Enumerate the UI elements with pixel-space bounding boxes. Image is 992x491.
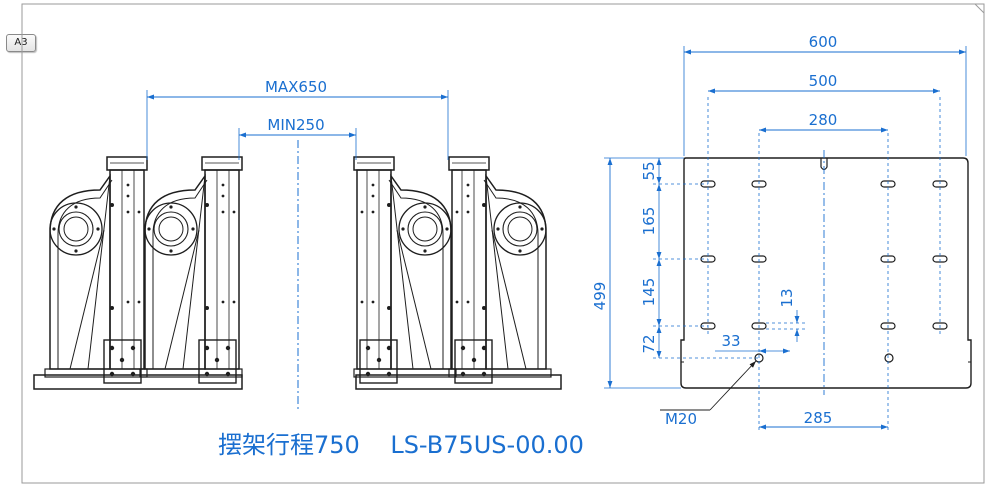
dimension-width-holes: 500 [708, 72, 940, 94]
swing-frame-outer-left [44, 156, 148, 384]
v-spacing-mid-label: 165 [640, 207, 658, 236]
sheet-border [21, 3, 985, 484]
dimension-chain-vertical [653, 158, 759, 359]
base-plate-view: 600 500 280 285 499 [591, 33, 972, 430]
dimension-height-total: 499 [591, 157, 684, 389]
dimension-min-travel: MIN250 [238, 116, 357, 160]
tapped-hole-spacing-label: 285 [804, 409, 833, 427]
v-spacing-low-label: 145 [640, 278, 658, 307]
base-rail-left [33, 374, 243, 390]
front-view: MAX650 MIN250 [33, 78, 562, 410]
dimension-width-outer: 600 [683, 33, 967, 156]
slot-offset-x-label: 33 [721, 332, 740, 350]
width-holes-label: 500 [809, 72, 838, 90]
width-inner-holes-label: 280 [809, 111, 838, 129]
thread-callout-leader: M20 [660, 360, 757, 428]
dimension-tapped-hole-spacing: 285 [759, 409, 888, 430]
drawing-title: 摆架行程750 LS-B75US-00.00 [218, 431, 584, 459]
swing-frame-inner-right [353, 156, 457, 384]
dimension-width-inner-holes: 280 [759, 111, 888, 133]
base-rail-right [355, 374, 562, 390]
v-spacing-top-label: 55 [640, 161, 658, 180]
v-spacing-bottom-label: 72 [640, 334, 658, 353]
max-travel-label: MAX650 [265, 78, 327, 96]
swing-frame-outer-right [448, 156, 552, 384]
swing-frame-inner-left [139, 156, 243, 384]
dimension-slot-offset [715, 310, 805, 354]
base-plate-outline [680, 157, 972, 389]
thread-callout-label: M20 [665, 410, 697, 428]
sheet-format-tag[interactable]: A3 [6, 34, 36, 52]
min-travel-label: MIN250 [267, 116, 324, 134]
slot-offset-y-label: 13 [778, 288, 796, 307]
dimension-max-travel: MAX650 [146, 78, 449, 160]
width-outer-label: 600 [809, 33, 838, 51]
height-total-label: 499 [591, 282, 609, 311]
